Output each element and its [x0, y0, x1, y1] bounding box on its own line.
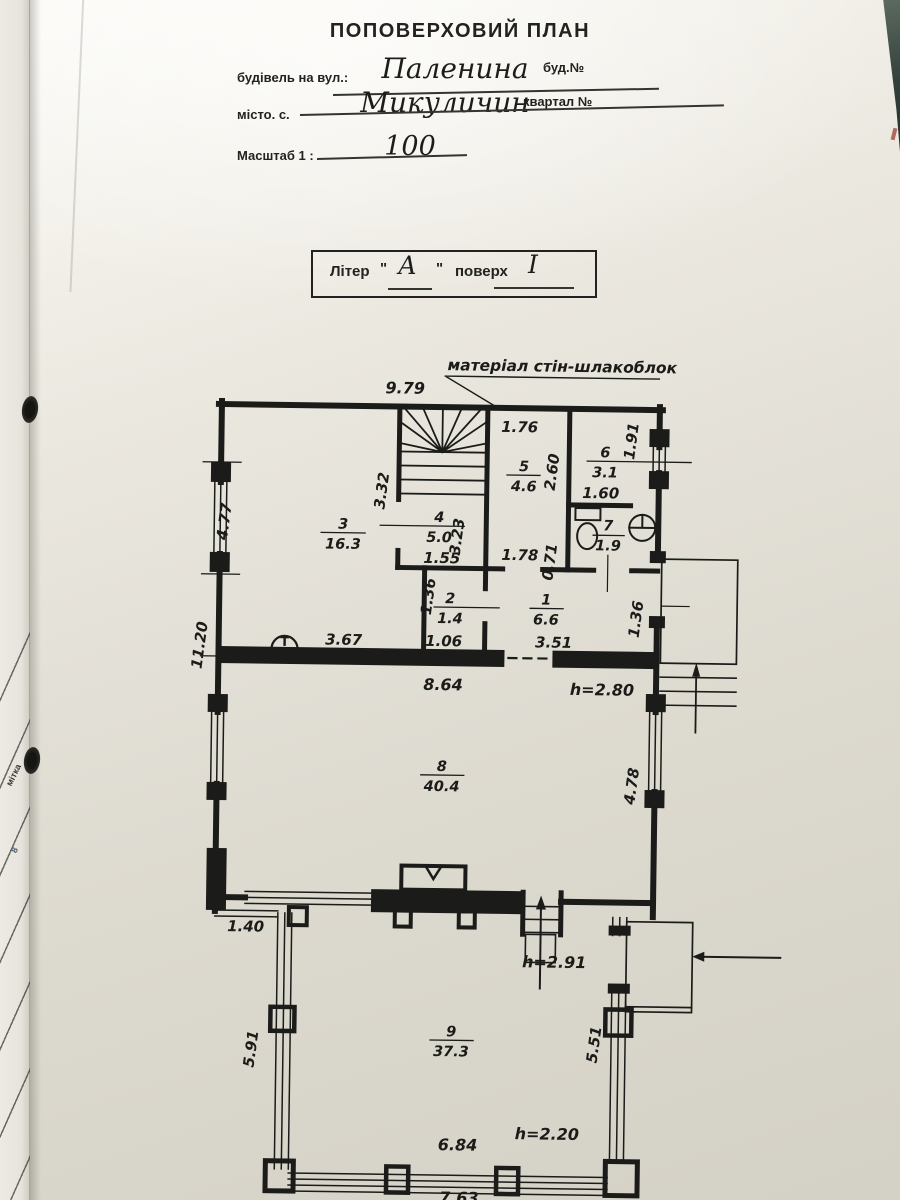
- room9-number: 9: [446, 1024, 456, 1040]
- dim-room2-width: 1.06: [425, 632, 462, 651]
- liter-close-quote: ": [436, 260, 444, 277]
- window-symbols: [209, 446, 667, 906]
- dim-h-porch: h=2.20: [515, 1124, 580, 1144]
- liter-label: Літер: [330, 263, 370, 280]
- room6-area: 3.1: [592, 465, 618, 481]
- room6-number: 6: [600, 445, 610, 461]
- wall-opening-dashed: [507, 656, 552, 660]
- dim-room5-right: 2.60: [541, 452, 564, 491]
- dim-hall-right-small: 0.71: [538, 542, 561, 581]
- dim-room8-right: 4.78: [620, 767, 643, 807]
- porch-terrace: [214, 909, 782, 1199]
- room5-number: 5: [519, 459, 529, 475]
- liter-underline: [388, 288, 432, 290]
- room2-number: 2: [445, 591, 455, 607]
- building-number-label: буд.№: [543, 60, 585, 75]
- room4-area: 5.0: [426, 530, 452, 546]
- street-value: Паленина: [381, 52, 529, 85]
- staircase-main: [400, 408, 487, 496]
- liter-floor-box: [311, 250, 597, 298]
- material-note: матеріал стін-шлакоблок: [447, 356, 677, 377]
- room-label-lines: [320, 460, 692, 1042]
- dim-porch-offset: 1.40: [227, 917, 264, 936]
- dim-room2-left: 1.36: [417, 577, 440, 616]
- floor-underline: [494, 287, 574, 289]
- dim-mid-width: 8.64: [423, 675, 463, 695]
- wall-piers: [205, 428, 670, 911]
- room3-area: 16.3: [325, 536, 361, 552]
- plan-labels: матеріал стін-шлакоблок 9.79 4.77 11.20 …: [187, 356, 677, 1200]
- dim-top-width: 9.79: [385, 378, 425, 398]
- room8-number: 8: [437, 759, 447, 775]
- stove-letter: Т: [280, 635, 289, 650]
- city-label: місто. с.: [237, 107, 290, 122]
- room8-area: 40.4: [423, 779, 460, 796]
- room3-number: 3: [338, 517, 348, 533]
- floor-label: поверх: [455, 263, 508, 280]
- dim-porch-total: 7.63: [439, 1188, 479, 1200]
- fireplace: [286, 863, 524, 930]
- room1-area: 6.6: [533, 612, 559, 628]
- toilet-tank: [574, 506, 602, 522]
- dim-hall-bottom: 3.51: [535, 633, 572, 652]
- scale-label: Масштаб 1 :: [237, 148, 314, 163]
- porch-stair: [520, 889, 564, 990]
- liter-open-quote: ": [380, 260, 388, 277]
- block-number-label: квартал №: [523, 94, 593, 109]
- dim-room6-bottom: 1.60: [582, 484, 619, 503]
- dim-room5-top: 1.76: [501, 418, 538, 437]
- dimension-ticks: [199, 461, 690, 657]
- sheet-edge-shadow: [29, 0, 41, 1200]
- dim-porch-left: 5.91: [240, 1029, 263, 1068]
- dim-hall-top: 1.78: [501, 546, 538, 565]
- dim-left-total: 11.20: [187, 620, 211, 669]
- material-note-leader: [444, 375, 661, 409]
- stove-symbol: [270, 634, 299, 651]
- room2-area: 1.4: [437, 611, 463, 627]
- room7-area: 1.9: [595, 538, 621, 554]
- room7-number: 7: [603, 518, 614, 534]
- dim-h-main: h=2.80: [570, 680, 635, 700]
- room5-area: 4.6: [510, 479, 537, 495]
- street-label: будівель на вул.:: [237, 70, 349, 85]
- room4-number: 4: [433, 510, 444, 526]
- dim-stair-width: 1.55: [423, 549, 460, 568]
- interior-walls: [395, 403, 661, 659]
- toilet-bowl: [576, 522, 599, 551]
- dim-porch-bottom: 6.84: [438, 1135, 478, 1155]
- dim-h-stair: h=2.91: [522, 952, 587, 972]
- exterior-walls: [211, 397, 666, 921]
- room1-number: 1: [541, 592, 551, 608]
- dim-left-upper: 4.77: [213, 501, 236, 542]
- liter-value: А: [398, 251, 417, 280]
- dim-room3-bottom: 3.67: [325, 630, 363, 649]
- floor-value: I: [528, 250, 538, 279]
- entry-landing-right: [658, 558, 739, 734]
- dim-room6-right: 1.91: [620, 422, 643, 461]
- underlying-page-table-lines: [0, 615, 30, 1200]
- dim-stair-mid: 3.23: [446, 517, 469, 556]
- sink-detail: [628, 513, 657, 530]
- dim-stair-left: 3.32: [370, 471, 393, 510]
- dim-right-mid: 1.36: [625, 600, 648, 639]
- dim-porch-right: 5.51: [583, 1025, 606, 1064]
- room9-area: 37.3: [433, 1044, 469, 1060]
- fixtures: [270, 506, 657, 651]
- page-title: ПОПОВЕРХОВИЙ ПЛАН: [329, 20, 591, 42]
